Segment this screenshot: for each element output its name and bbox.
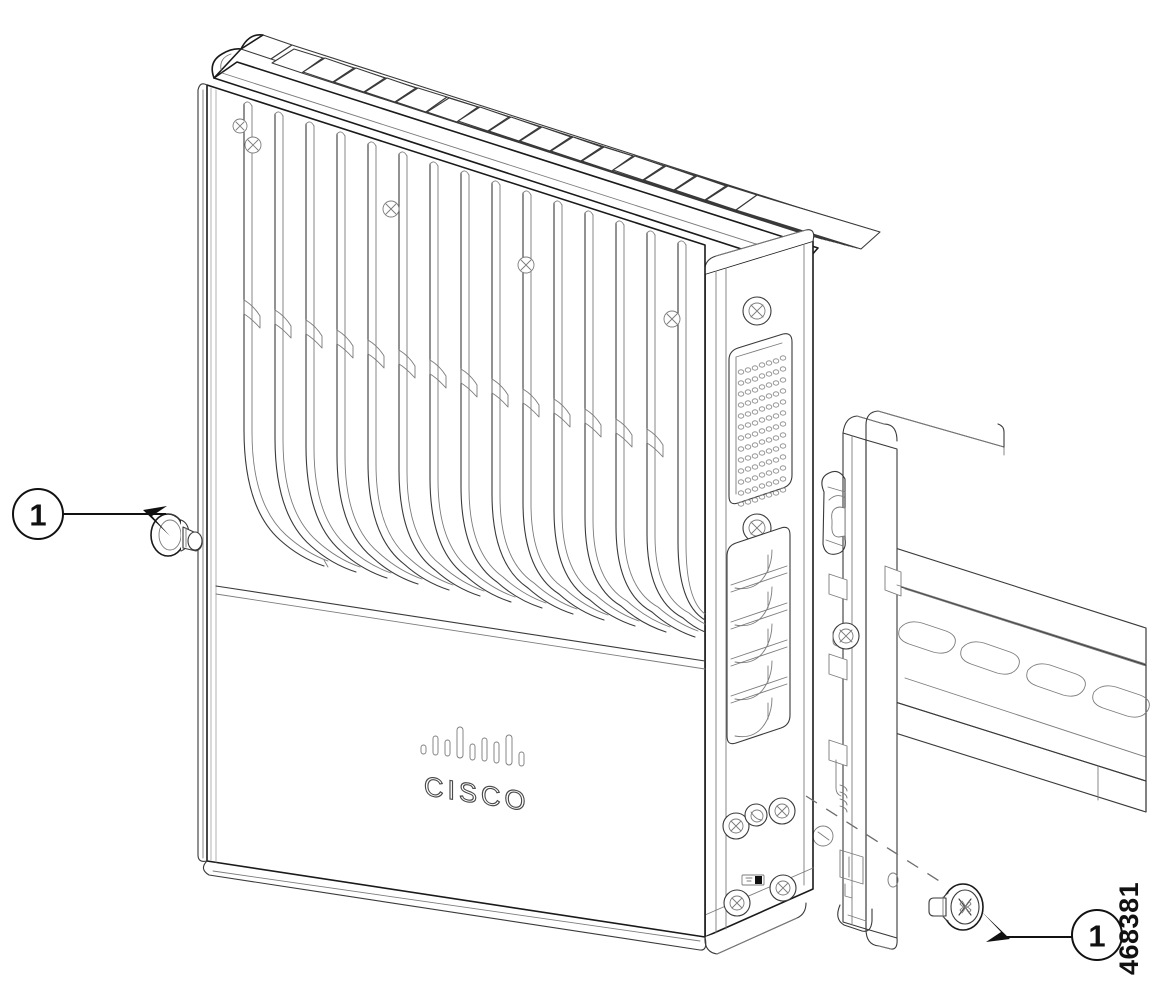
fin-mid-tabs xyxy=(243,299,664,458)
spring-coil xyxy=(835,759,848,813)
switch-chassis: CISCO xyxy=(197,33,881,955)
callout-1-left: 1 xyxy=(12,488,170,540)
bracket-tab-lower xyxy=(828,653,848,681)
callout-1-right: 1 xyxy=(981,909,1123,961)
din-rail-mount-bracket xyxy=(812,410,1147,950)
side-panel-screw-lower-right xyxy=(768,797,796,825)
latch-clip xyxy=(821,470,846,555)
front-face-screw-far-right xyxy=(663,310,681,328)
alignment-dashed-line xyxy=(805,795,945,885)
callout-arrowhead xyxy=(981,911,1010,942)
callout-arrowhead xyxy=(143,506,170,536)
side-panel-screw-top xyxy=(742,296,772,326)
bracket-screw-hole xyxy=(887,872,899,888)
phillips-drive-icon xyxy=(958,898,972,916)
front-face-screw-mid xyxy=(382,200,400,218)
bracket-bottom-detail xyxy=(839,849,864,899)
vent-louvered xyxy=(726,526,791,745)
svg-text:468381: 468381 xyxy=(1114,882,1144,975)
callout-number: 1 xyxy=(29,498,46,533)
bracket-tab-upper xyxy=(828,573,848,601)
callout-circle xyxy=(12,488,64,540)
front-face-screw-right xyxy=(517,256,535,274)
bracket-foot-hook xyxy=(837,904,873,932)
din-rail-slots xyxy=(898,621,1150,718)
figure-number: 468381 xyxy=(1114,882,1144,975)
callout-number: 1 xyxy=(1088,919,1105,954)
bracket-tab-bottom xyxy=(828,739,848,767)
cisco-bridge-icon xyxy=(420,726,525,767)
ground-symbol-label xyxy=(741,874,765,886)
front-face-screw-upper xyxy=(232,118,248,134)
fin-top-caps xyxy=(243,101,687,246)
bracket-screw-installed xyxy=(832,622,860,650)
side-panel-screw-bottom-left xyxy=(723,889,751,917)
chassis-front-face: CISCO xyxy=(197,83,707,951)
chassis-side-panel xyxy=(704,229,815,955)
front-face-screw-mid-left xyxy=(244,136,262,154)
vent-grille-perforated xyxy=(728,333,793,507)
side-panel-lower-hardware xyxy=(722,797,797,917)
side-panel-screw-bottom-right xyxy=(769,874,797,902)
heatsink-fins-front xyxy=(243,103,706,638)
callout-circle xyxy=(1071,909,1123,961)
chassis-top-fins xyxy=(211,33,881,269)
ground-hole xyxy=(744,803,768,827)
side-panel-screw-lower-left xyxy=(722,812,750,840)
pan-head-screw-phillips xyxy=(928,883,984,931)
